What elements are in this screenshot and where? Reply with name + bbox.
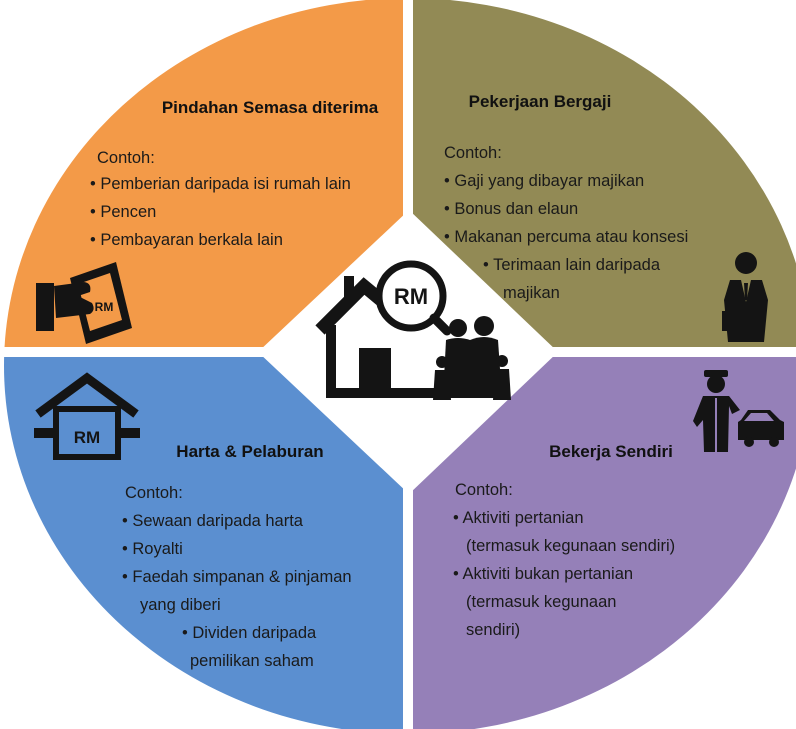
quadrant-top-right-title: Pekerjaan Bergaji [469,92,612,111]
quadrant-bottom-right-list: • Aktiviti pertanian (termasuk kegunaan … [453,509,675,639]
list-item: • Pembayaran berkala lain [90,231,283,249]
quadrant-bottom-left-list: • Sewaan daripada harta • Royalti • Faed… [122,512,352,670]
list-item: • Terimaan lain daripada [483,256,661,274]
list-item: • Royalti [122,540,183,558]
businessman-icon [722,252,768,342]
list-item: • Faedah simpanan & pinjaman [122,568,352,586]
hand-giving-money-icon: RM [36,262,132,344]
list-item: pemilikan saham [190,652,314,670]
list-item: (termasuk kegunaan [466,593,616,611]
list-item: • Bonus dan elaun [444,200,578,218]
quadrant-bottom-right-bg [413,357,796,729]
quadrant-top-left-title: Pindahan Semasa diterima [162,98,379,117]
quadrant-bottom-right-title: Bekerja Sendiri [549,442,673,461]
quadrant-pekerjaan-bergaji [413,0,796,347]
quadrant-bottom-left-example-label: Contoh: [125,484,183,502]
center-rm-label: RM [394,284,428,309]
list-item: • Dividen daripada [182,624,317,642]
quadrant-bottom-right-example-label: Contoh: [455,481,513,499]
hand-icon-rm-label: RM [95,300,114,314]
list-item: • Aktiviti bukan pertanian [453,565,633,583]
quadrant-bottom-left-title: Harta & Pelaburan [176,442,323,461]
mechanic-with-car-icon [693,370,784,452]
quadrant-top-right-example-label: Contoh: [444,144,502,162]
list-item: yang diberi [140,596,221,614]
quadrant-top-right-list: • Gaji yang dibayar majikan • Bonus dan … [444,172,688,302]
list-item: • Pencen [90,203,156,221]
list-item: • Pemberian daripada isi rumah lain [90,175,351,193]
house-icon-rm-label: RM [74,428,100,447]
list-item: • Sewaan daripada harta [122,512,304,530]
list-item: • Makanan percuma atau konsesi [444,228,688,246]
quadrant-bekerja-sendiri [413,357,796,729]
quadrant-top-right-bg [413,0,796,347]
list-item: • Gaji yang dibayar majikan [444,172,644,190]
house-with-money-icon: RM [34,372,140,460]
list-item: sendiri) [466,621,520,639]
list-item: majikan [503,284,560,302]
list-item: (termasuk kegunaan sendiri) [466,537,675,555]
center-diamond [258,210,558,494]
list-item: • Aktiviti pertanian [453,509,584,527]
house-family-icon: RM [315,260,511,400]
quadrant-top-left-example-label: Contoh: [97,149,155,167]
quadrant-pindahan-semasa [4,0,403,347]
quadrant-top-left-bg [4,0,403,347]
quadrant-top-left-list: • Pemberian daripada isi rumah lain • Pe… [90,175,351,249]
